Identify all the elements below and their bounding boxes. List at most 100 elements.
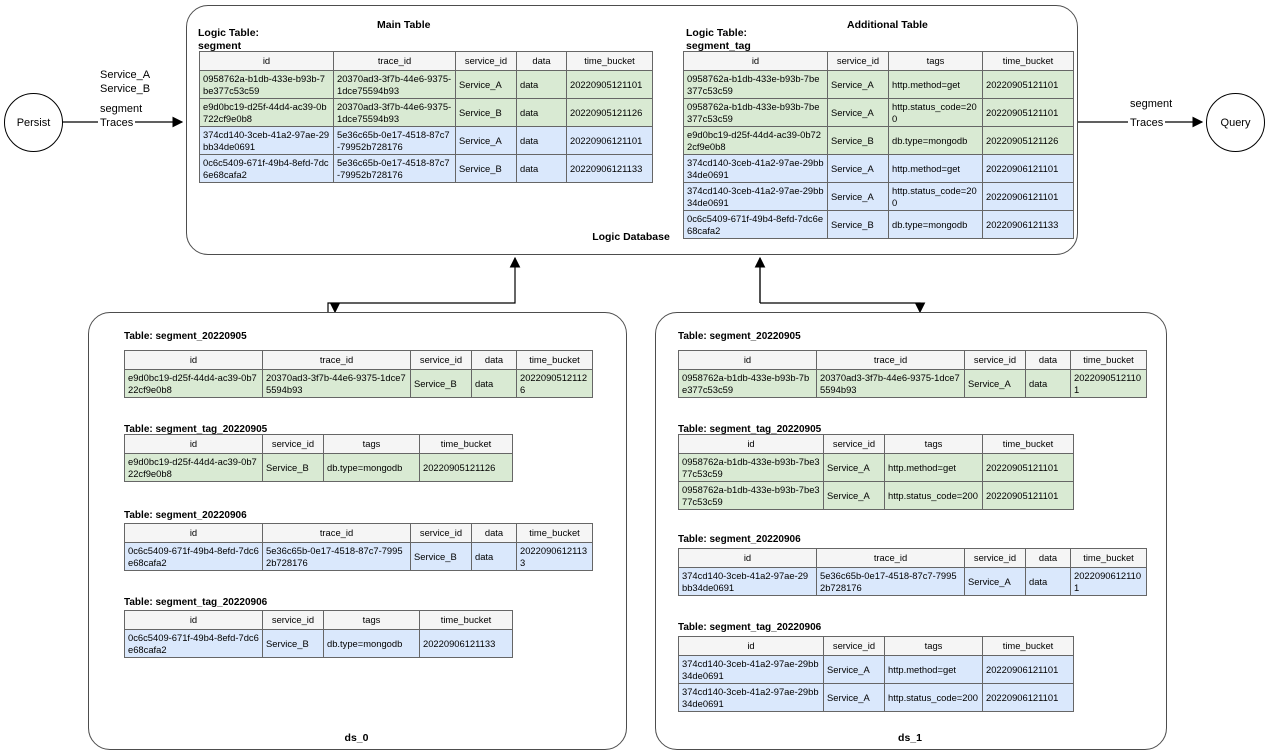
ds1-table-2-label: Table: segment_20220906 [678,534,801,545]
column-header: service_id [455,51,517,71]
table-cell: 0958762a-b1db-433e-b93b-7be377c53c59 [683,70,828,99]
edge-label-traces-right: Traces [1128,117,1166,129]
column-header: id [678,636,824,656]
column-header: time_bucket [982,434,1074,454]
table-cell: http.status_code=200 [888,182,983,211]
column-header: service_id [262,610,324,630]
table-cell: 20220905121126 [419,453,513,482]
table-cell: 0c6c5409-671f-49b4-8efd-7dc6e68cafa2 [199,154,334,183]
column-header: trace_id [816,350,965,370]
column-header: id [683,51,828,71]
table-cell: 374cd140-3ceb-41a2-97ae-29bb34de0691 [683,154,828,183]
main-logic-table-prefix: Logic Table: [198,27,260,39]
table-cell: 20220905121101 [982,70,1074,99]
table-cell: db.type=mongodb [323,629,420,658]
column-header: service_id [410,350,472,370]
query-label: Query [1220,116,1251,129]
column-header: id [124,350,263,370]
column-header: id [124,610,263,630]
table-cell: data [516,70,567,99]
table-cell: data [1025,567,1071,596]
table-cell: e9d0bc19-d25f-44d4-ac39-0b722cf9e0b8 [199,98,334,127]
edge-label-service-b: Service_B [98,83,153,95]
persist-node[interactable]: Persist [4,93,63,152]
column-header: service_id [827,51,889,71]
main-table-heading: Main Table [377,19,431,31]
table-cell: 20220906121101 [982,683,1074,712]
table-cell: db.type=mongodb [323,453,420,482]
table-cell: 0c6c5409-671f-49b4-8efd-7dc6e68cafa2 [683,210,828,239]
ds1-caption: ds_1 [898,732,922,744]
column-header: tags [884,636,983,656]
table-cell: 20220906121101 [566,126,653,155]
table-cell: 0958762a-b1db-433e-b93b-7be377c53c59 [678,369,817,398]
column-header: service_id [262,434,324,454]
table-cell: 20370ad3-3f7b-44e6-9375-1dce75594b93 [333,98,456,127]
table-cell: Service_A [827,182,889,211]
column-header: data [471,350,517,370]
column-header: tags [323,610,420,630]
column-header: data [516,51,567,71]
table-cell: 0c6c5409-671f-49b4-8efd-7dc6e68cafa2 [124,542,263,571]
ds1-table-0-label: Table: segment_20220905 [678,331,801,342]
table-cell: Service_B [827,126,889,155]
table-cell: 20370ad3-3f7b-44e6-9375-1dce75594b93 [816,369,965,398]
table-cell: 374cd140-3ceb-41a2-97ae-29bb34de0691 [678,683,824,712]
table-cell: 20220906121133 [982,210,1074,239]
table-cell: 0c6c5409-671f-49b4-8efd-7dc6e68cafa2 [124,629,263,658]
table-cell: 20220906121133 [419,629,513,658]
table-cell: Service_A [823,683,885,712]
additional-logic-table-prefix: Logic Table: [686,27,748,39]
table-cell: 374cd140-3ceb-41a2-97ae-29bb34de0691 [678,567,817,596]
table-cell: Service_A [964,369,1026,398]
table-cell: Service_A [455,126,517,155]
table-cell: 5e36c65b-0e17-4518-87c7-79952b728176 [262,542,411,571]
table-cell: http.method=get [884,453,983,482]
logic-database-caption: Logic Database [592,231,670,243]
ds1-table-1-label: Table: segment_tag_20220905 [678,424,822,435]
column-header: data [1025,350,1071,370]
table-cell: Service_B [455,154,517,183]
table-cell: Service_A [964,567,1026,596]
column-header: data [471,523,517,543]
table-cell: 20220906121133 [516,542,593,571]
ds0-table-0-label: Table: segment_20220905 [124,331,247,342]
table-cell: http.status_code=200 [888,98,983,127]
table-cell: 374cd140-3ceb-41a2-97ae-29bb34de0691 [678,655,824,684]
table-cell: 20370ad3-3f7b-44e6-9375-1dce75594b93 [333,70,456,99]
table-cell: Service_A [455,70,517,99]
table-cell: Service_B [410,369,472,398]
table-cell: 0958762a-b1db-433e-b93b-7be377c53c59 [678,481,824,510]
persist-label: Persist [16,116,51,129]
table-cell: Service_A [827,70,889,99]
table-cell: 20220906121101 [1070,567,1147,596]
ds1-table-3-label: Table: segment_tag_20220906 [678,622,822,633]
table-cell: data [471,369,517,398]
edge-label-service-a: Service_A [98,69,153,81]
table-cell: data [516,154,567,183]
column-header: service_id [964,548,1026,568]
query-node[interactable]: Query [1206,93,1265,152]
column-header: service_id [823,636,885,656]
column-header: id [124,434,263,454]
